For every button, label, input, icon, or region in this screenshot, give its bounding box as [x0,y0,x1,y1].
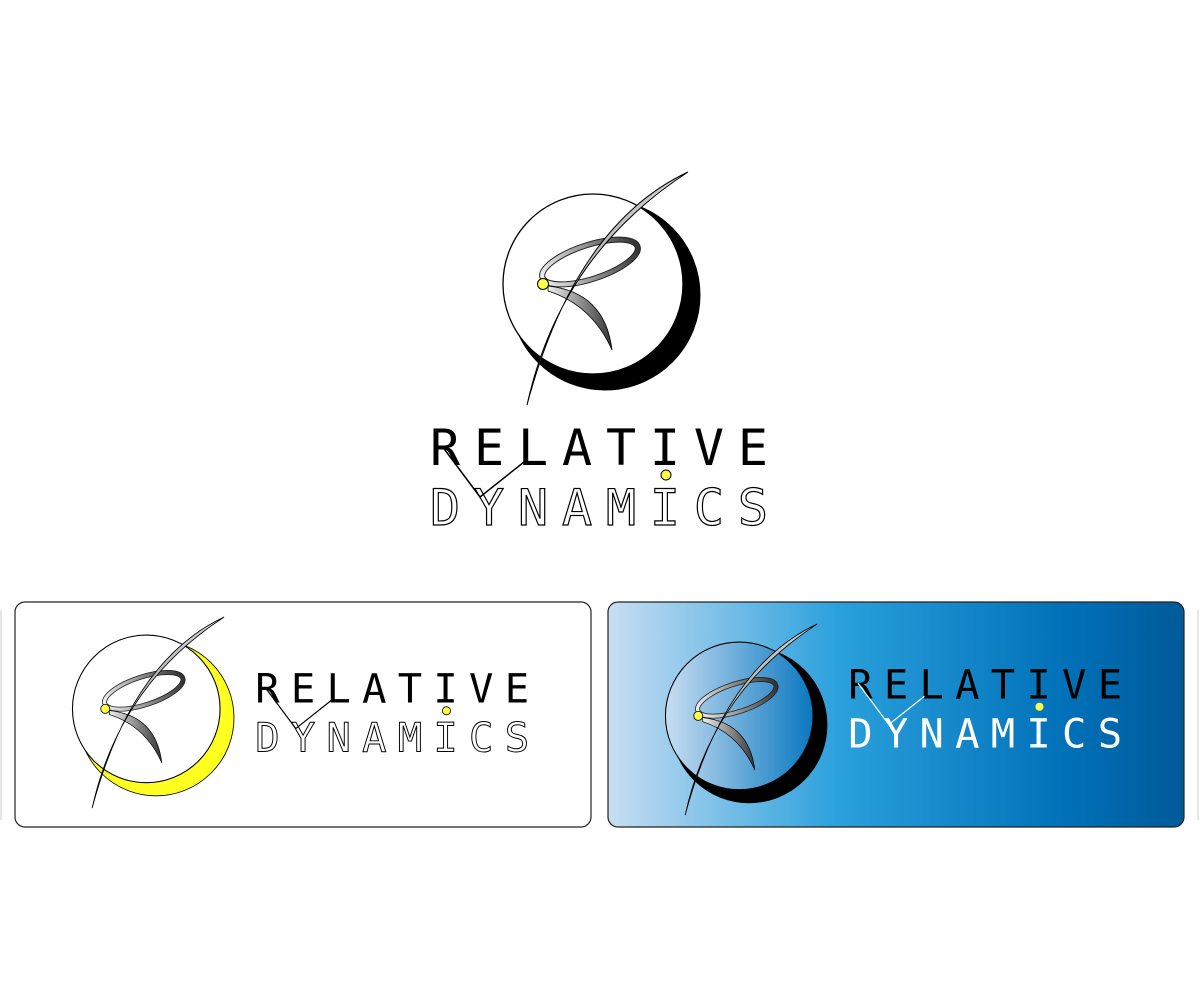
wordmark: RELATIVE DYNAMICS [429,419,768,538]
logo-symbol [71,616,235,809]
logo-symbol [664,623,828,816]
main-logo: RELATIVE DYNAMICS [429,171,769,538]
wordmark-line1: RELATIVE [430,419,768,477]
blue-panel: RELATIVE DYNAMICS [607,601,1185,828]
logo-symbol [502,171,701,406]
accent-dot [660,469,672,481]
wordmark-line2: DYNAMICS [430,479,768,537]
light-panel: RELATIVE DYNAMICS [14,601,592,828]
